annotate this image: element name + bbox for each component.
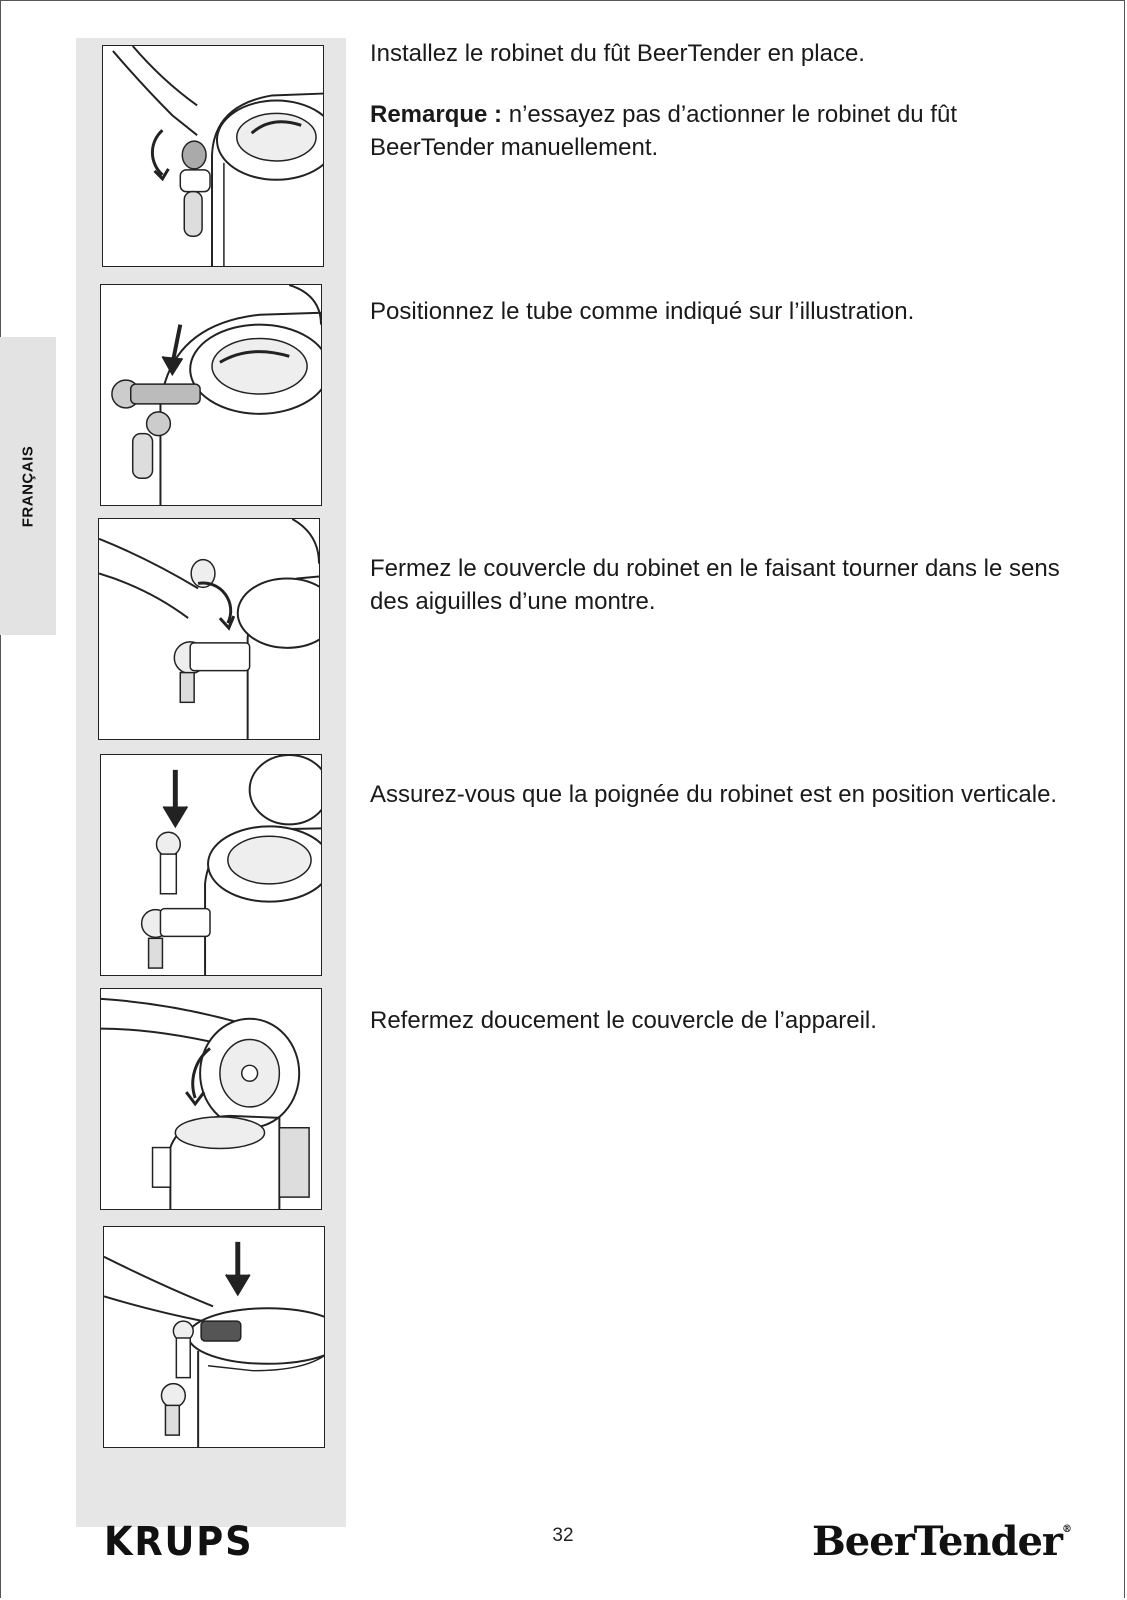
beertender-logo: BeerTender® xyxy=(812,1518,1072,1565)
note-label: Remarque : xyxy=(370,101,503,128)
step-1-text-block: Installez le robinet du fût BeerTender e… xyxy=(370,37,1070,192)
illustration-position-tube xyxy=(100,284,322,506)
step-1-text: Installez le robinet du fût BeerTender e… xyxy=(370,40,865,67)
note-text: n’essayez pas d’actionner le robinet du … xyxy=(370,101,957,161)
language-label: FRANÇAIS xyxy=(19,445,37,528)
illustration-close-lid xyxy=(100,988,322,1210)
page-number: 32 xyxy=(552,1525,574,1546)
step-3-text-block: Fermez le couvercle du robinet en le fai… xyxy=(370,552,1070,646)
registered-mark: ® xyxy=(1061,1524,1072,1535)
illustration-install-tap xyxy=(102,45,324,267)
step-4-text-block: Assurez-vous que la poignée du robinet e… xyxy=(370,778,1070,839)
step-5-text: Refermez doucement le couvercle de l’app… xyxy=(370,1007,877,1034)
krups-logo: KRUPS xyxy=(104,1519,254,1565)
step-2-text-block: Positionnez le tube comme indiqué sur l’… xyxy=(370,295,1070,356)
illustration-close-tap-cover xyxy=(98,518,320,740)
language-tab: FRANÇAIS xyxy=(0,337,56,635)
step-3-text: Fermez le couvercle du robinet en le fai… xyxy=(370,555,1060,615)
illustration-handle-vertical xyxy=(100,754,322,976)
step-5-text-block: Refermez doucement le couvercle de l’app… xyxy=(370,1004,1070,1065)
step-1-note: Remarque : n’essayez pas d’actionner le … xyxy=(370,98,1070,164)
illustration-press-lid xyxy=(103,1226,325,1448)
step-4-text: Assurez-vous que la poignée du robinet e… xyxy=(370,781,1058,808)
beertender-logo-text: BeerTender xyxy=(812,1518,1063,1565)
step-2-text: Positionnez le tube comme indiqué sur l’… xyxy=(370,298,915,325)
